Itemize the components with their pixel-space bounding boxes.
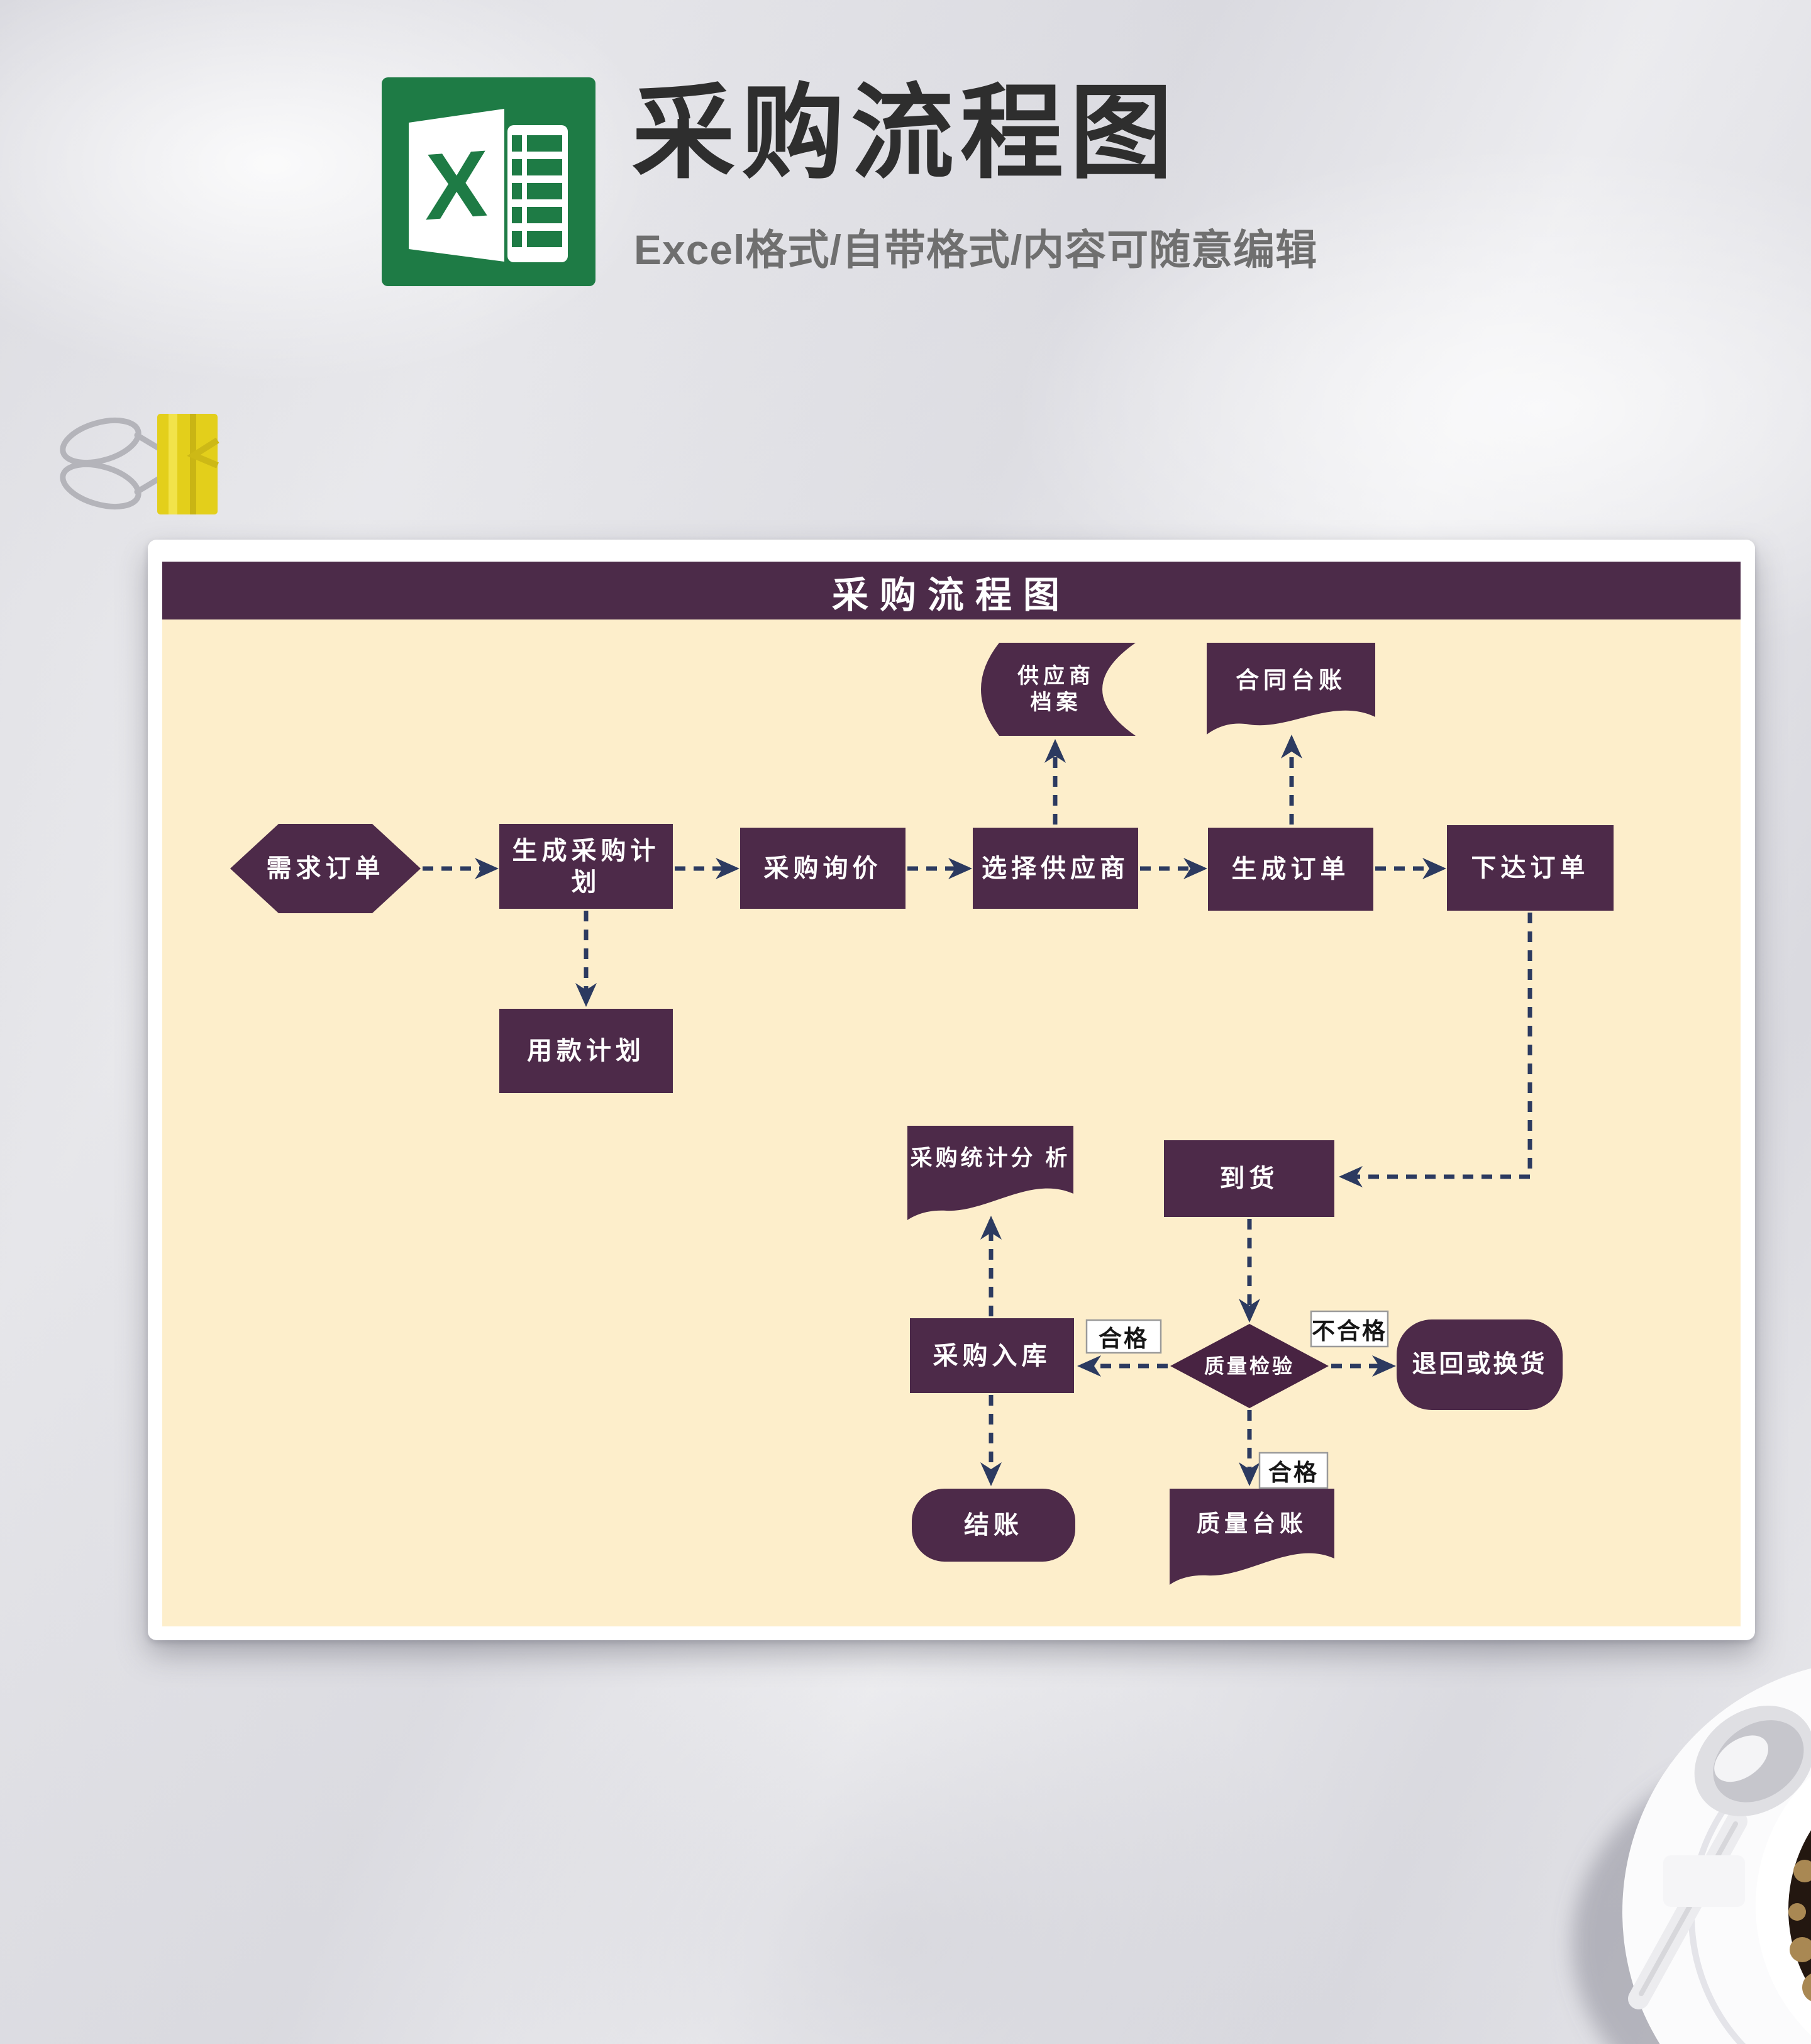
spoon-handle bbox=[1628, 1811, 1747, 2009]
binder-clip-shade bbox=[190, 414, 196, 514]
flow-node-select-supplier: 选择供应商 bbox=[982, 854, 1129, 882]
saucer bbox=[1622, 1668, 1811, 2044]
coffee-cup-shadow bbox=[1572, 1737, 1811, 2044]
coffee bbox=[1788, 1830, 1811, 1989]
cup-handle bbox=[1663, 1855, 1745, 1907]
coffee-crema-bubbles bbox=[1788, 1860, 1811, 2001]
supplier-archive-line1: 供应商 bbox=[1017, 664, 1095, 688]
binder-clip-notch bbox=[187, 437, 219, 469]
flow-node-quality-inspection: 质量检验 bbox=[1204, 1355, 1295, 1377]
excel-page bbox=[409, 109, 504, 262]
supplier-archive-line2: 档案 bbox=[1030, 691, 1082, 714]
spoon-handle-shade bbox=[1639, 1821, 1738, 1996]
edge-label-pass-down: 合格 bbox=[1268, 1460, 1319, 1486]
flow-node-quality-ledger: 质量台账 bbox=[1197, 1510, 1307, 1536]
flow-node-purchase-inbound: 采购入库 bbox=[933, 1341, 1051, 1370]
excel-sheet-cells bbox=[512, 135, 562, 247]
flow-node-purchase-inquiry: 采购询价 bbox=[763, 854, 882, 882]
binder-clip-highlight bbox=[169, 414, 177, 514]
flow-node-create-order: 生成订单 bbox=[1231, 855, 1350, 883]
flow-node-issue-order: 下达订单 bbox=[1471, 854, 1590, 882]
spoon-bowl bbox=[1694, 1706, 1811, 1816]
flow-node-demand-order: 需求订单 bbox=[266, 855, 385, 882]
binder-clip bbox=[60, 414, 219, 514]
flow-node-return-or-exchange: 退回或换货 bbox=[1412, 1350, 1548, 1378]
flow-node-settle-account: 结账 bbox=[964, 1511, 1023, 1539]
flow-node-goods-arrival: 到货 bbox=[1219, 1165, 1279, 1192]
excel-logo: X bbox=[382, 77, 595, 286]
flow-node-supplier-archive: 供应商 档案 bbox=[977, 643, 1136, 736]
saucer-ring bbox=[1688, 1736, 1811, 2044]
flow-node-create-purchase-plan: 生成采购计划 bbox=[512, 836, 660, 896]
excel-logo-art bbox=[409, 109, 568, 262]
flowchart-title: 采购流程图 bbox=[831, 575, 1071, 616]
edge-label-pass-left: 合格 bbox=[1099, 1326, 1149, 1352]
excel-logo-letter: X bbox=[424, 130, 489, 240]
edge-label-fail: 不合格 bbox=[1312, 1318, 1387, 1344]
page-subtitle: Excel格式/自带格式/内容可随意编辑 bbox=[634, 226, 1318, 273]
flow-node-purchase-statistics: 采购统计分 析 bbox=[910, 1146, 1071, 1171]
flowchart-title-bar bbox=[162, 562, 1741, 619]
binder-clip-wires bbox=[60, 417, 165, 510]
cup bbox=[1756, 1775, 1811, 2036]
flow-node-contract-ledger: 合同台账 bbox=[1236, 667, 1346, 693]
flow-node-payment-plan: 用款计划 bbox=[527, 1037, 645, 1065]
page-title: 采购流程图 bbox=[632, 75, 1180, 191]
coffee-cup bbox=[1572, 1668, 1811, 2044]
